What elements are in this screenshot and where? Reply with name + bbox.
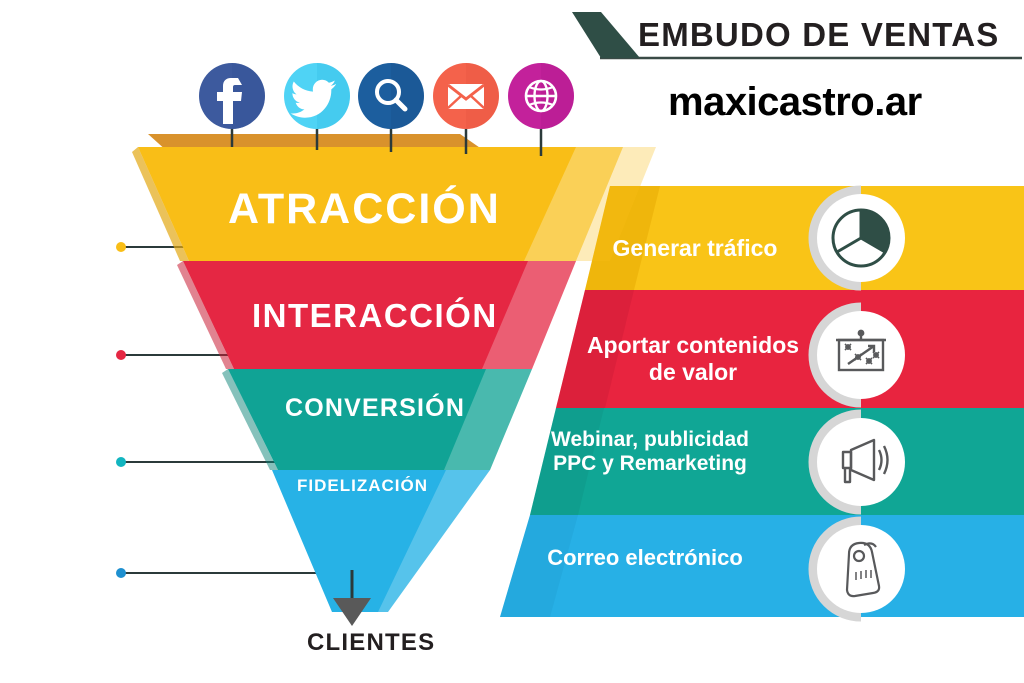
connector-dot-1: [116, 350, 126, 360]
funnel-label-interaccion: INTERACCIÓN: [252, 297, 498, 334]
pie-chart-icon: [831, 208, 891, 268]
panel-text-webinar-ppc: Webinar, publicidad PPC y Remarketing: [551, 428, 749, 476]
panel-text-aportar-contenidos: Aportar contenidos de valor: [586, 332, 800, 385]
globe-icon[interactable]: [508, 63, 574, 129]
page-title: EMBUDO DE VENTAS: [638, 16, 1000, 53]
panel-shape-2: [530, 408, 1024, 515]
funnel-label-conversion: CONVERSIÓN: [285, 394, 466, 422]
connector-dot-3: [116, 568, 126, 578]
funnel-stage-1: [183, 261, 576, 369]
facebook-icon[interactable]: [199, 63, 265, 129]
panel-text-correo-electronico: Correo electrónico: [547, 545, 743, 570]
funnel-label-fidelizacion: FIDELIZACIÓN: [297, 476, 428, 495]
panel-shape-0: [585, 186, 1024, 290]
funnel-gloss-overlay: [524, 147, 623, 261]
search-icon[interactable]: [358, 63, 424, 129]
outlet-arrow-icon: [333, 598, 371, 626]
presentation-chart-icon: [836, 329, 886, 372]
panel-icon-badge-0: [808, 185, 905, 291]
price-tag-icon: [845, 541, 881, 598]
email-icon[interactable]: [433, 63, 499, 129]
clientes-label: CLIENTES: [307, 629, 436, 656]
panel-shape-1: [556, 290, 1024, 408]
funnel-label-atraccion: ATRACCIÓN: [228, 185, 501, 233]
panel-icon-badge-3: [808, 516, 905, 622]
panel-text-generar-trafico: Generar tráfico: [612, 235, 778, 261]
panel-icon-badge-1: [808, 302, 905, 408]
site-name: maxicastro.ar: [668, 80, 922, 124]
connector-dot-2: [116, 457, 126, 467]
funnel-stage-3: [272, 470, 490, 612]
connector-dot-0: [116, 242, 126, 252]
funnel-stage-2: [228, 369, 532, 470]
twitter-icon[interactable]: [284, 63, 350, 129]
panel-icon-badge-2: [808, 409, 905, 515]
funnel-stage-0: [138, 147, 623, 261]
parallelogram-logo-icon: [572, 12, 640, 58]
megaphone-icon: [841, 438, 889, 484]
